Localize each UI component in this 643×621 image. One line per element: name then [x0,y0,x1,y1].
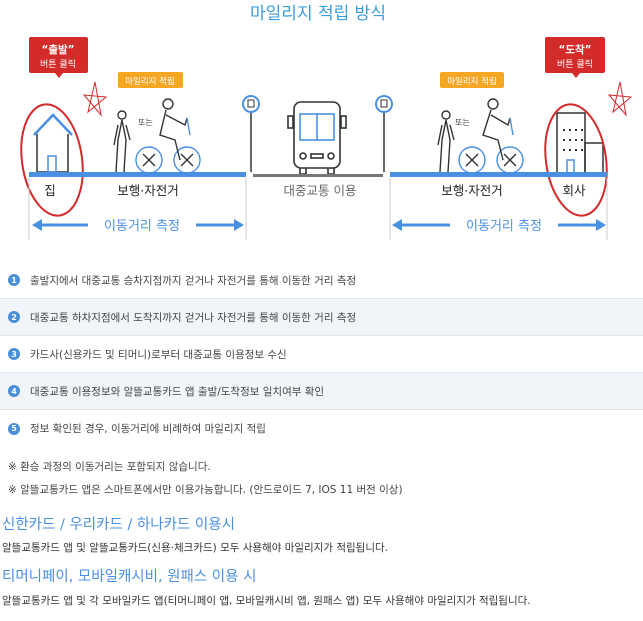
step-item: 3 카드사(신용카드 및 티머니)로부터 대중교통 이용정보 수신 [0,336,643,373]
svg-text:마일리지 적립: 마일리지 적립 [447,76,497,87]
end-badge: “도착” 버튼 클릭 [545,37,605,78]
section-text-cards: 알뜰교통카드 앱 및 알뜰교통카드(신용·체크카드) 모두 사용해야 마일리지가… [2,542,388,554]
label-walk-bike-left: 보행·자전거 [117,183,178,198]
svg-text:이동거리 측정: 이동거리 측정 [466,219,542,234]
note-transfer: ※ 환승 과정의 이동거리는 포함되지 않습니다. [8,461,211,473]
label-home: 집 [44,183,56,198]
steps-list: 1 출발지에서 대중교통 승차지점까지 걷거나 자전거를 통해 이동한 거리 측정… [0,262,643,447]
svg-text:버튼 클릭: 버튼 클릭 [40,58,76,70]
step-number: 4 [8,385,20,397]
step-number: 2 [8,311,20,323]
bus-stop-icon [375,95,393,172]
page-title: 마일리지 적립 방식 [250,4,386,24]
step-text: 출발지에서 대중교통 승차지점까지 걷거나 자전거를 통해 이동한 거리 측정 [30,274,357,287]
svg-text:마일리지 적립: 마일리지 적립 [125,76,175,87]
label-office: 회사 [562,183,586,198]
highlight-circle-end [544,103,608,217]
svg-text:또는: 또는 [138,118,153,127]
step-item: 2 대중교통 하차지점에서 도착지까지 걷거나 자전거를 통해 이동한 거리 측정 [0,299,643,336]
svg-text:이동거리 측정: 이동거리 측정 [104,219,180,234]
label-walk-bike-right: 보행·자전거 [441,183,502,198]
step-number: 1 [8,274,20,286]
star-icon [607,81,633,117]
step-item: 5 정보 확인된 경우, 이동거리에 비례하여 마일리지 적립 [0,410,643,447]
step-text: 대중교통 하차지점에서 도착지까지 걷거나 자전거를 통해 이동한 거리 측정 [30,311,357,324]
step-text: 정보 확인된 경우, 이동거리에 비례하여 마일리지 적립 [30,423,266,435]
measure-arrow-right: 이동거리 측정 [392,219,606,234]
walk-segment-left [29,172,246,177]
svg-text:“도착”: “도착” [558,43,591,56]
mileage-diagram: 마일리지 적립 방식 “출발” 버튼 클릭 “도착” 버튼 클릭 마일리지 적립… [20,4,633,240]
svg-text:“출발”: “출발” [41,43,74,56]
walk-segment-right [390,172,607,177]
transit-segment [253,174,383,177]
step-number: 3 [8,348,20,360]
highlight-circle-start [20,103,84,217]
bus-stop-icon [242,95,260,172]
svg-text:버튼 클릭: 버튼 클릭 [557,58,593,70]
house-icon [33,113,73,173]
star-icon [82,81,108,117]
mileage-tag-right: 마일리지 적립 [440,72,504,88]
step-item: 1 출발지에서 대중교통 승차지점까지 걷거나 자전거를 통해 이동한 거리 측정 [0,262,643,299]
walk-or-bike-right: 또는 [437,98,524,174]
bus-icon [287,101,347,175]
step-text: 대중교통 이용정보와 알뜰교통카드 앱 출발/도착정보 일치여부 확인 [30,385,325,398]
walk-or-bike-left: 또는 [113,98,201,174]
step-number: 5 [8,422,20,435]
section-heading-mobile: 티머니페이, 모바일캐시비, 원패스 이용 시 [2,569,257,585]
step-item: 4 대중교통 이용정보와 알뜰교통카드 앱 출발/도착정보 일치여부 확인 [0,373,643,410]
note-smartphone: ※ 알뜰교통카드 앱은 스마트폰에서만 이용가능합니다. (안드로이드 7, I… [8,484,403,496]
section-heading-cards: 신한카드 / 우리카드 / 하나카드 이용시 [2,517,235,533]
label-transit: 대중교통 이용 [284,183,357,198]
step-text: 카드사(신용카드 및 티머니)로부터 대중교통 이용정보 수신 [30,348,287,361]
mileage-tag-left: 마일리지 적립 [118,72,183,88]
svg-text:또는: 또는 [455,118,470,127]
office-building-icon [556,112,604,174]
section-text-mobile: 알뜰교통카드 앱 및 각 모바일카드 앱(티머니페이 앱, 모바일캐시비 앱, … [2,595,531,607]
start-badge: “출발” 버튼 클릭 [29,37,88,78]
measure-arrow-left: 이동거리 측정 [32,219,244,234]
